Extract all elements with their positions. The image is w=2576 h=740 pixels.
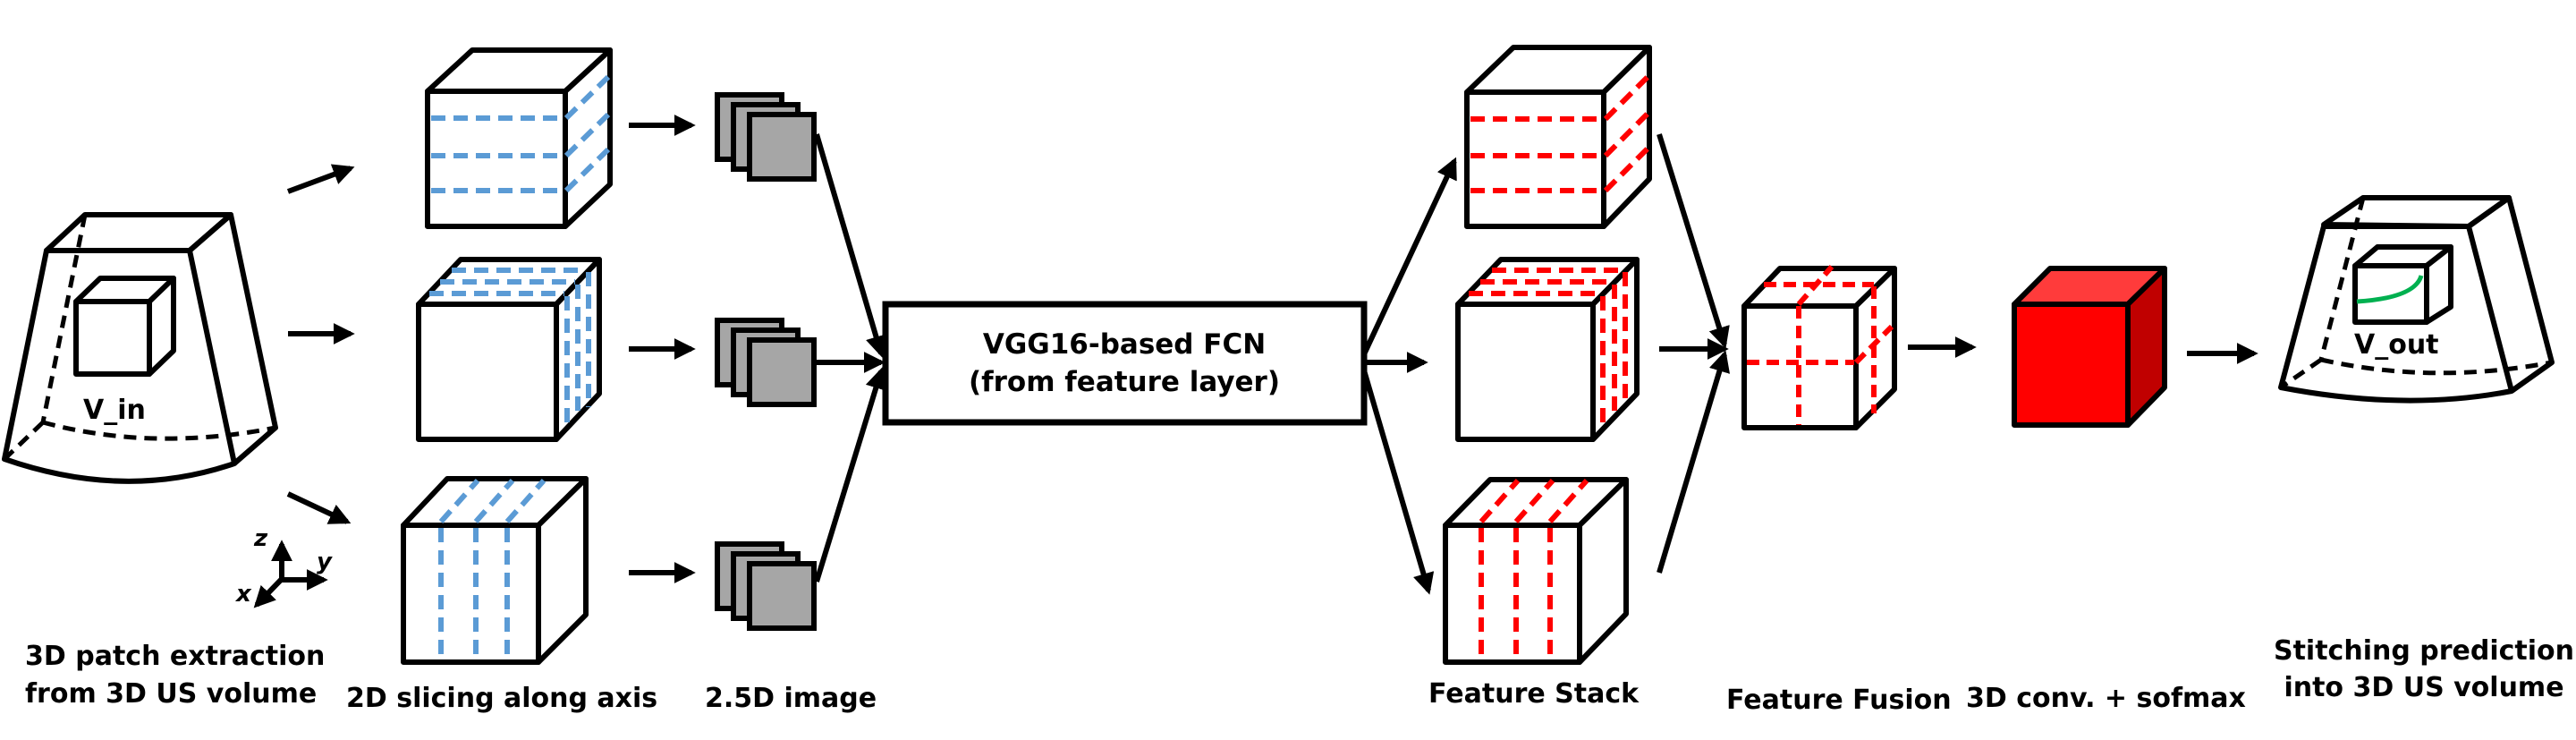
- stack-slice: [747, 337, 817, 407]
- output-volume-hidden-edges: [2279, 197, 2553, 390]
- input-caption-line1: 3D patch extraction: [25, 641, 325, 672]
- y-axis-label: y: [317, 549, 333, 575]
- fcn-box: [882, 301, 1368, 426]
- feature-cube-sagittal: [1443, 477, 1629, 665]
- slicing-caption: 2D slicing along axis: [346, 683, 657, 714]
- feature-cube-coronal: [1455, 257, 1640, 442]
- feature-cube-axial: [1464, 45, 1652, 229]
- input-volume: [2, 212, 278, 484]
- input-volume-side-face: [188, 212, 278, 466]
- output-caption-line2: into 3D US volume: [2284, 672, 2563, 703]
- conv-cube-front: [2012, 302, 2131, 428]
- fusion-caption: Feature Fusion: [1726, 685, 1952, 716]
- feature-axial-lines: [1470, 74, 1650, 193]
- output-volume-top-face: [2321, 195, 2512, 229]
- z-axis-label: z: [253, 525, 268, 552]
- input-volume-label: V_in: [83, 395, 146, 426]
- arrow-volume-to-sagittal: [286, 491, 352, 524]
- input-volume-top-face: [44, 212, 233, 253]
- arrow-stack1-to-fcn: [814, 133, 887, 358]
- image-stack: [715, 541, 817, 631]
- image-stacks: [715, 92, 817, 631]
- fcn-subtitle: (from feature layer): [969, 366, 1280, 398]
- image-stack: [715, 92, 817, 182]
- arrow-fcn-to-feature-bottom: [1361, 370, 1435, 595]
- image-stack: [715, 318, 817, 407]
- output-caption-line1: Stitching prediction: [2274, 635, 2574, 667]
- input-volume-hidden-edges: [3, 214, 276, 461]
- x-axis-label: x: [234, 581, 252, 608]
- input-caption-line2: from 3D US volume: [25, 678, 317, 710]
- sagittal-slice-lines: [438, 479, 547, 659]
- stack-slice: [747, 561, 817, 631]
- stack-slice: [747, 112, 817, 182]
- feature-stack-caption: Feature Stack: [1428, 678, 1640, 710]
- output-patch-cube: [2352, 244, 2453, 325]
- feature-sagittal-lines: [1479, 479, 1589, 659]
- x-axis-arrow: [253, 575, 285, 608]
- arrow-volume-to-axial: [286, 164, 355, 194]
- output-volume-label: V_out: [2354, 329, 2439, 361]
- fusion-cut-lines: [1747, 265, 1894, 425]
- arrow-stack3-to-fcn: [814, 367, 886, 583]
- axial-slice-lines: [431, 74, 611, 193]
- axis-glyph: [253, 540, 328, 608]
- fusion-cube: [1741, 265, 1897, 430]
- fcn-title: VGG16-based FCN: [983, 328, 1266, 361]
- arrow-feature-bottom-to-fusion: [1657, 350, 1730, 574]
- slicing-cube-sagittal: [401, 476, 589, 665]
- predicted-needle-curve: [2356, 275, 2424, 304]
- slicing-cube-axial: [425, 47, 613, 229]
- arrow-feature-top-to-fusion: [1657, 133, 1730, 349]
- output-volume: [2278, 195, 2555, 404]
- feature-coronal-lines: [1469, 268, 1628, 430]
- stack-caption: 2.5D image: [705, 683, 877, 714]
- input-patch-cube: [73, 276, 176, 377]
- conv-output-cube: [2012, 266, 2167, 428]
- arrow-fcn-to-feature-top: [1361, 157, 1457, 356]
- conv-caption: 3D conv. + sofmax: [1966, 683, 2246, 714]
- coronal-slice-lines: [429, 268, 591, 430]
- output-volume-side-face: [2467, 195, 2555, 394]
- slicing-cube-coronal: [416, 257, 602, 442]
